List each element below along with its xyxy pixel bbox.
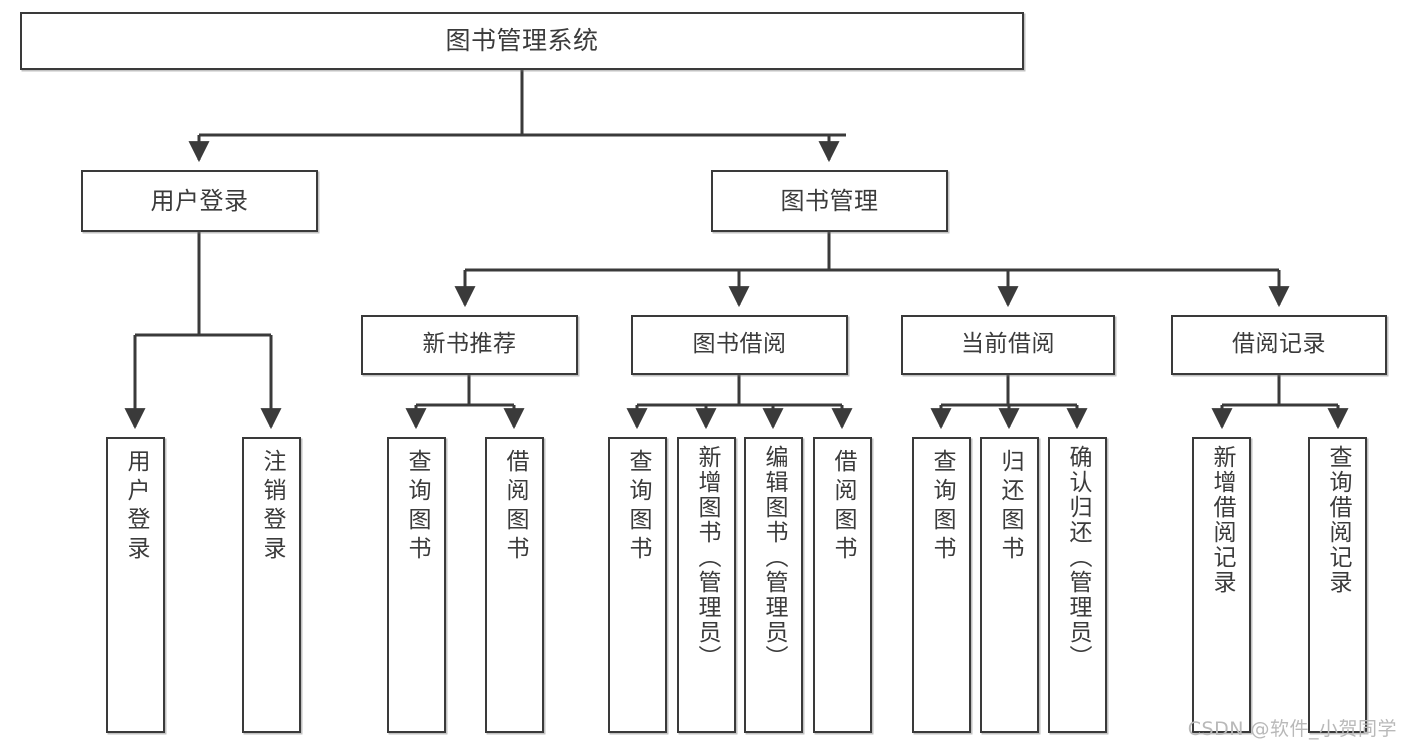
node-label: 借阅图书 (830, 449, 856, 565)
leaf-query-record[interactable]: 查询借阅记录 (1308, 437, 1367, 733)
node-book-manage[interactable]: 图书管理 (711, 170, 948, 232)
leaf-return-book[interactable]: 归还图书 (980, 437, 1039, 733)
node-user-login[interactable]: 用户登录 (81, 170, 318, 232)
node-label: 借阅图书 (502, 449, 528, 565)
node-label: 新书推荐 (422, 331, 517, 358)
node-label: 注销登录 (259, 449, 285, 565)
leaf-user-login[interactable]: 用户登录 (106, 437, 165, 733)
leaf-borrow-book-1[interactable]: 借阅图书 (485, 437, 544, 733)
node-label: 借阅记录 (1232, 331, 1326, 358)
node-label: 查询图书 (625, 449, 651, 565)
leaf-query-book-2[interactable]: 查询图书 (608, 437, 667, 733)
node-label: 用户登录 (150, 186, 249, 215)
node-label: 归还图书 (997, 449, 1023, 565)
node-label: 查询图书 (929, 449, 955, 565)
leaf-confirm-return[interactable]: 确认归还（管理员） (1048, 437, 1107, 733)
node-book-borrow[interactable]: 图书借阅 (631, 315, 848, 375)
node-current-borrow[interactable]: 当前借阅 (901, 315, 1115, 375)
node-new-book-rec[interactable]: 新书推荐 (361, 315, 578, 375)
leaf-add-record[interactable]: 新增借阅记录 (1192, 437, 1251, 733)
node-label: 当前借阅 (961, 331, 1055, 358)
node-label: 图书管理系统 (445, 26, 599, 55)
leaf-user-logout[interactable]: 注销登录 (242, 437, 301, 733)
node-label: 图书管理 (780, 186, 879, 215)
node-label: 查询借阅记录 (1325, 445, 1351, 595)
node-borrow-record[interactable]: 借阅记录 (1171, 315, 1387, 375)
leaf-query-book-1[interactable]: 查询图书 (387, 437, 446, 733)
node-label: 编辑图书（管理员） (761, 445, 787, 670)
node-label: 新增借阅记录 (1209, 445, 1235, 595)
leaf-add-book[interactable]: 新增图书（管理员） (677, 437, 736, 733)
node-label: 图书借阅 (692, 331, 787, 358)
leaf-borrow-book-2[interactable]: 借阅图书 (813, 437, 872, 733)
node-label: 确认归还（管理员） (1065, 445, 1091, 670)
node-label: 新增图书（管理员） (694, 445, 720, 670)
node-label: 查询图书 (404, 449, 430, 565)
leaf-edit-book[interactable]: 编辑图书（管理员） (744, 437, 803, 733)
node-label: 用户登录 (123, 449, 149, 565)
leaf-query-book-3[interactable]: 查询图书 (912, 437, 971, 733)
node-root[interactable]: 图书管理系统 (20, 12, 1024, 70)
